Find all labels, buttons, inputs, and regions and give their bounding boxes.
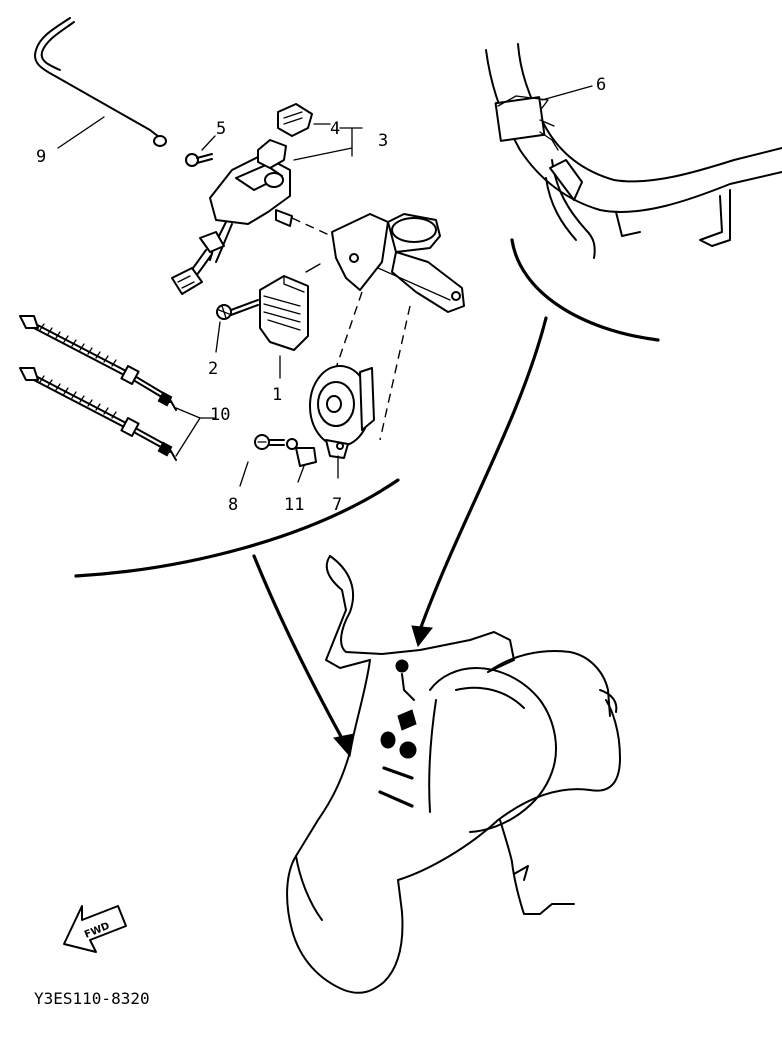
diagram-code: Y3ES110-8320	[34, 989, 150, 1008]
part-1-regulator	[259, 263, 321, 379]
callout-labels: 1 2 3 4 5 6 7 8 9 10 11	[36, 75, 606, 515]
scooter-outline	[286, 555, 621, 994]
callout-8: 8	[228, 495, 238, 515]
part-10-cable-ties	[19, 315, 217, 461]
callout-1: 1	[272, 385, 282, 405]
callout-5: 5	[216, 119, 226, 139]
part-5-screw	[185, 135, 216, 167]
callout-7: 7	[332, 495, 342, 515]
callout-9: 9	[36, 147, 46, 167]
forward-arrow-icon: FWD	[63, 905, 127, 953]
callout-6: 6	[596, 75, 606, 95]
part-8-screw	[239, 434, 285, 487]
callout-11: 11	[284, 495, 304, 515]
callout-3: 3	[378, 131, 388, 151]
handlebar-detail	[485, 43, 782, 259]
part-3-main-switch	[171, 103, 363, 295]
mounting-bracket	[331, 213, 465, 313]
part-11-clip	[286, 438, 317, 483]
alignment-line-a	[291, 217, 341, 241]
callout-4: 4	[330, 119, 340, 139]
part-9-cable	[34, 17, 167, 149]
detail-boundary-arcs	[74, 238, 660, 578]
part-2-bolt	[215, 299, 259, 353]
callout-10: 10	[210, 405, 230, 425]
pointer-arrows	[252, 316, 548, 758]
callout-2: 2	[208, 359, 218, 379]
part-7-horn	[309, 365, 375, 479]
